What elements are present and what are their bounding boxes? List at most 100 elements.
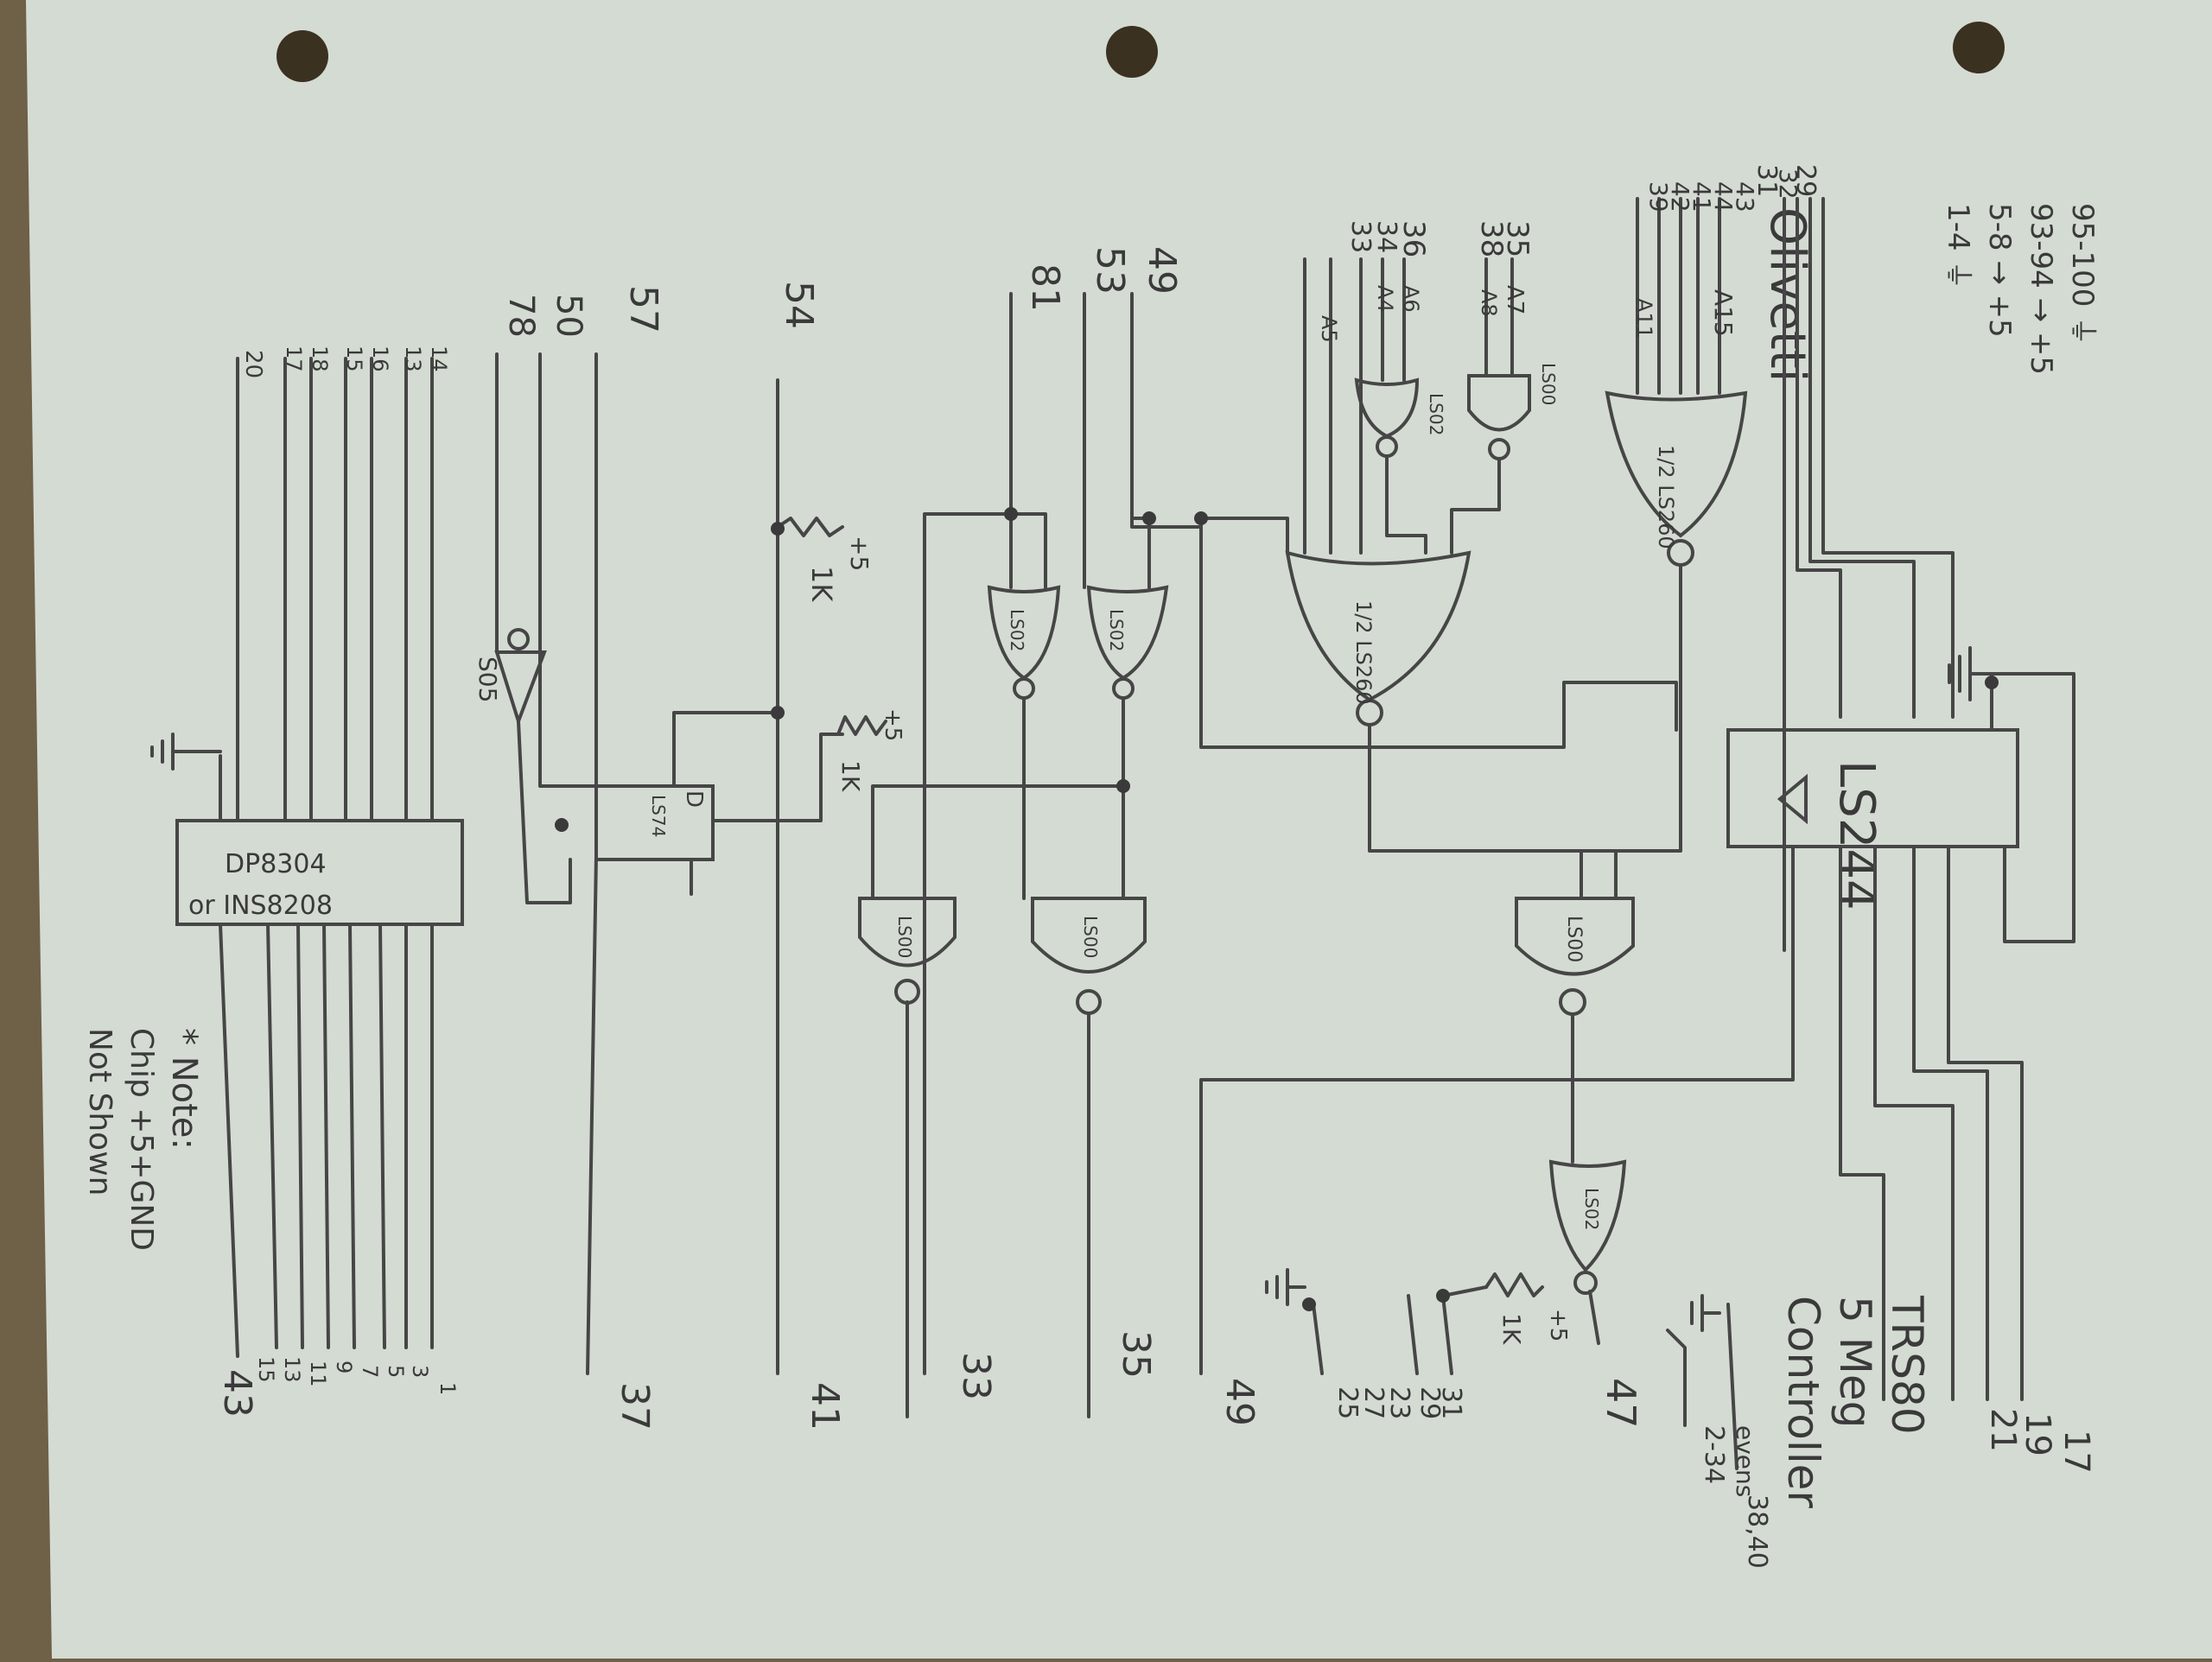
ls00-small-label: LS00 (1538, 363, 1559, 405)
pin-label: 35 (1114, 1330, 1158, 1379)
address-label: A11 (1632, 298, 1656, 339)
address-label: A7 (1502, 285, 1528, 314)
wire (1407, 1294, 1419, 1375)
wire (348, 923, 356, 1349)
pin-label: 20 (240, 350, 266, 378)
power-note: 95-100 ⏚ (2065, 203, 2100, 346)
ls02-label-f: LS02 (1581, 1188, 1602, 1230)
wire (1441, 1294, 1453, 1375)
wire (322, 923, 330, 1349)
pin-label: 54 (777, 281, 821, 329)
ls02-gate-b (987, 585, 1061, 681)
pin-label: 13 (401, 346, 425, 372)
ls74-d-label: D (681, 790, 707, 808)
ls02-gate-a (1086, 585, 1169, 681)
wire (1666, 1329, 1687, 1427)
pin-label: 43 (1731, 181, 1759, 213)
pin-label: 19 (2018, 1412, 2057, 1456)
pin-label: 39 (1644, 181, 1673, 213)
wire (1385, 454, 1427, 555)
wire (1796, 197, 1842, 719)
power-note: 5-8 → +5 (1982, 203, 2017, 338)
ls260-top-label: 1/2 LS260 (1654, 445, 1678, 549)
buffer-symbol (1777, 773, 1808, 825)
ls00-label-c: LS00 (1080, 916, 1101, 958)
s05-inverter (494, 650, 547, 727)
s05-bubble (507, 628, 530, 650)
pin-label: 3 (408, 1365, 432, 1378)
pin-label: 41 (1688, 181, 1716, 213)
olivetti-title: Olivetti (1759, 207, 1815, 382)
pin-label: 41 (803, 1382, 847, 1430)
pin-label: 14 (427, 346, 451, 372)
pin-label: 33 (1345, 220, 1376, 253)
wire (266, 923, 278, 1349)
ls260-mid-label: 1/2 LS260 (1351, 600, 1376, 705)
pin-label: 37 (613, 1382, 657, 1430)
junction-dot (771, 522, 785, 536)
supply-label: +5 (845, 536, 874, 571)
wire (871, 784, 1125, 900)
pin-label: 9 (332, 1361, 356, 1373)
note-line: Chip +5+GND (124, 1028, 159, 1251)
ls74-label: LS74 (648, 795, 669, 837)
pin-label: 1 (435, 1382, 460, 1395)
ls02-label-a: LS02 (1106, 609, 1127, 651)
wire (1580, 564, 1682, 900)
pin-label: 16 (368, 346, 392, 372)
junction-dot (1004, 507, 1018, 521)
pin-label: 31 (1436, 1386, 1466, 1419)
address-label: A4 (1373, 285, 1397, 313)
ls02-bubble-f (1573, 1271, 1598, 1295)
pin-label: 36 (1396, 220, 1431, 257)
wire (1368, 724, 1618, 900)
wire (1571, 845, 1795, 1082)
ls244-chip (1726, 728, 2019, 848)
punch-hole (276, 30, 328, 82)
wire (1588, 1290, 1600, 1345)
pin-label: 44 (1709, 181, 1738, 213)
trs80-title-line: Controller (1778, 1296, 1828, 1508)
ls02-label-b: LS02 (1007, 609, 1027, 651)
pin-label: 49 (1217, 1378, 1262, 1426)
note-line: Not Shown (82, 1028, 118, 1196)
junction-dot (555, 818, 569, 832)
pin-label: 29 (1790, 164, 1821, 197)
wire (517, 720, 572, 904)
paper-sheet (26, 0, 2212, 1659)
ls00-label-e: LS00 (1563, 916, 1585, 962)
junction-dot (1436, 1289, 1450, 1303)
wire (378, 923, 386, 1349)
pin-label: 5 (384, 1365, 408, 1378)
pin-label: 47 (1598, 1378, 1644, 1429)
pin-label: 11 (306, 1361, 330, 1387)
ls260-top-gate (1605, 390, 1748, 538)
ls00-gate-e (1515, 897, 1635, 976)
power-notes: 1-4 ⏚ 5-8 → +5 93-94 → +5 95-100 ⏚ (1941, 203, 2100, 375)
ls00-small-gate (1467, 374, 1531, 432)
dp8304-chip (175, 819, 464, 926)
resistor (776, 517, 844, 537)
wire (1808, 197, 1916, 719)
punch-hole (1106, 26, 1158, 78)
wire (1947, 845, 2024, 1401)
dp8304-label-2: or INS8208 (188, 891, 333, 921)
pin-label: 78 (501, 294, 541, 338)
power-note: 93-94 → +5 (2024, 203, 2058, 375)
trs80-pins: 17 19 21 47 31 29 23 27 25 49 35 33 41 3… (215, 1330, 2096, 1474)
address-label: A15 (1709, 289, 1738, 337)
wire (586, 352, 598, 1375)
trs80-title-line: 5 Meg (1830, 1296, 1880, 1428)
pin-label: 7 (358, 1365, 382, 1378)
pin-label: 43 (215, 1369, 259, 1418)
wire (1450, 458, 1501, 555)
pin-label: 17 (2056, 1430, 2096, 1474)
junction-dot (1302, 1297, 1316, 1311)
wire (1821, 197, 1955, 719)
wire (1839, 845, 1885, 1401)
wire (711, 733, 844, 822)
pin-label: 57 (621, 285, 665, 333)
pin-label: 49 (1140, 246, 1184, 295)
